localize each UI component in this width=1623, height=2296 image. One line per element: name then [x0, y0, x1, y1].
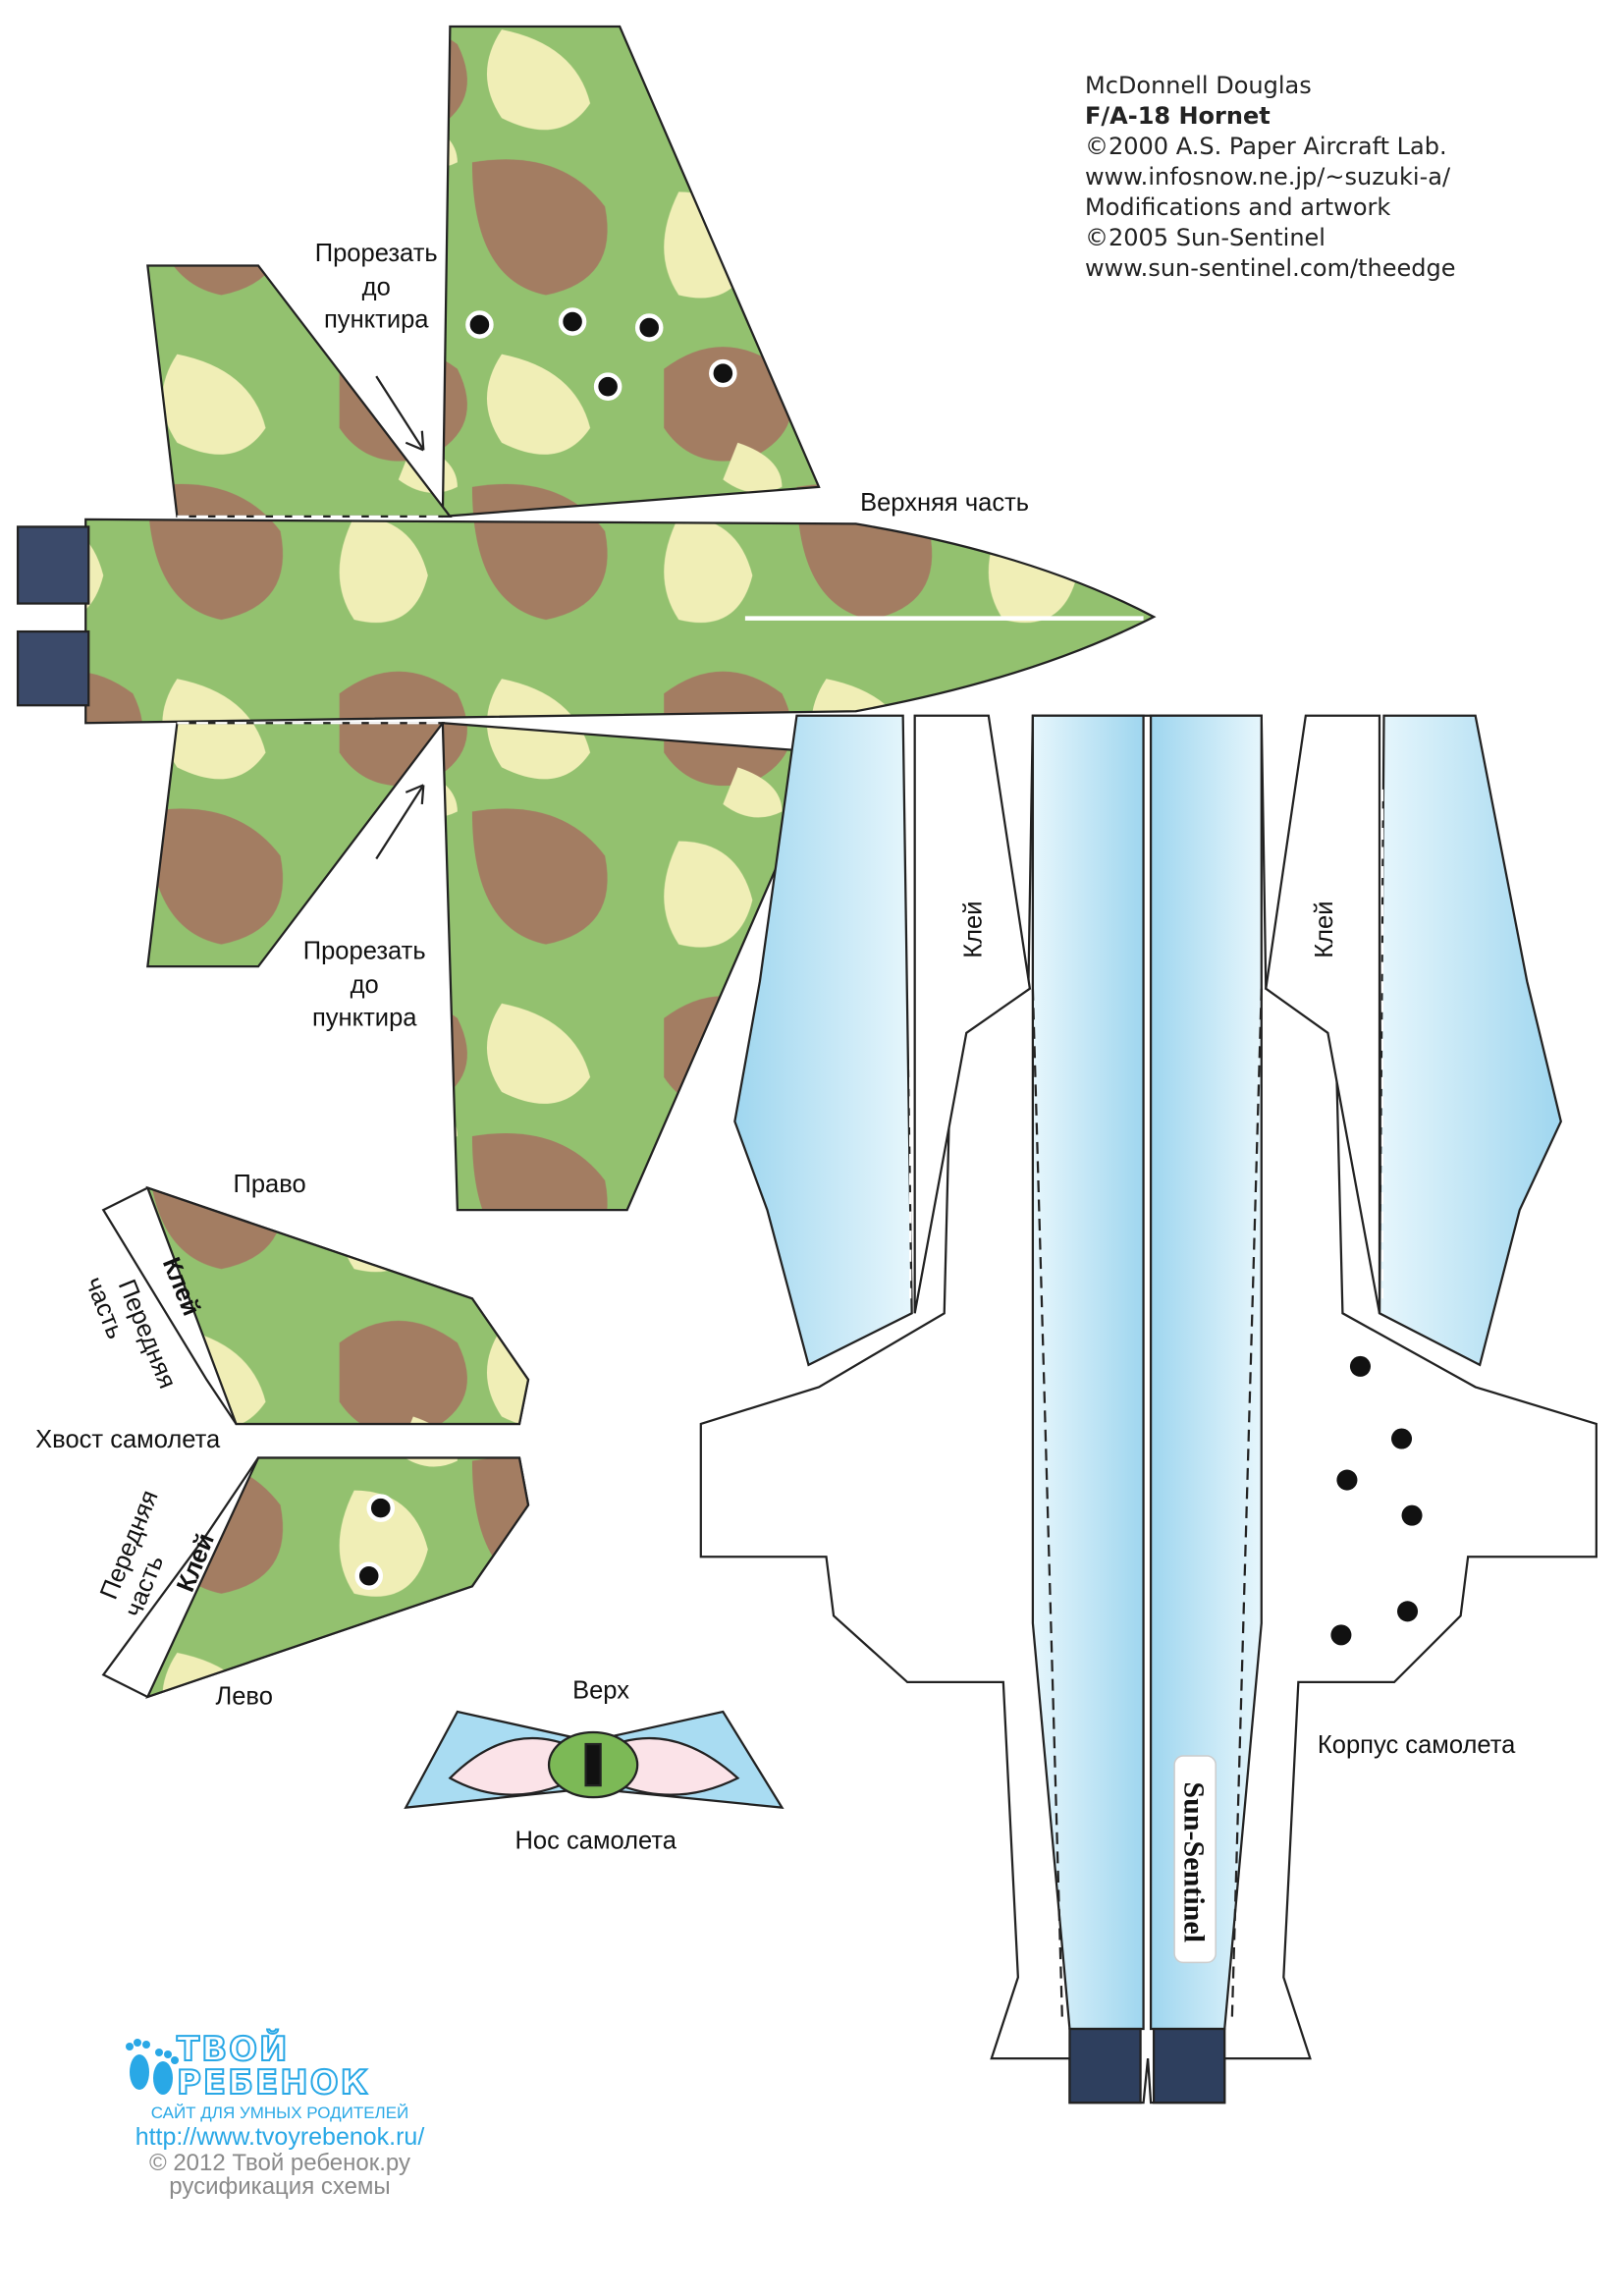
logo-tagline: САЙТ ДЛЯ УМНЫХ РОДИТЕЛЕЙ	[150, 2104, 409, 2122]
engine-nozzle-lower	[16, 629, 90, 707]
modifications: Modifications and artwork	[1085, 193, 1391, 221]
url-1: www.infosnow.ne.jp/~suzuki-a/	[1085, 163, 1451, 191]
lower-wing	[441, 722, 829, 1212]
bullet-holes	[465, 307, 737, 401]
right-glue-strip	[1265, 714, 1381, 1314]
logo-copyright: © 2012 Твой ребенок.ру	[148, 2150, 410, 2176]
url-2: www.sun-sentinel.com/theedge	[1085, 254, 1456, 282]
engine-nozzle-right	[1152, 2027, 1226, 2105]
left-glue-strip	[913, 714, 1032, 1314]
nose-label: Нос самолета	[514, 1828, 676, 1855]
logo-url[interactable]: http://www.tvoyrebenok.ru/	[135, 2123, 425, 2151]
body-label: Корпус самолета	[1318, 1731, 1516, 1759]
site-logo: ТВОЙ РЕБЕНОК САЙТ ДЛЯ УМНЫХ РОДИТЕЛЕЙ ht…	[118, 2030, 442, 2200]
logo-note: русификация схемы	[169, 2173, 391, 2200]
logo-line-1: ТВОЙ	[176, 2030, 290, 2069]
copyright-2: ©2005 Sun-Sentinel	[1085, 224, 1325, 251]
engine-nozzle-upper	[16, 525, 90, 605]
lower-tail-fin	[146, 722, 446, 968]
tail-pieces	[101, 1185, 530, 1699]
tail-label: Хвост самолета	[35, 1426, 221, 1453]
top-part	[16, 25, 1157, 1212]
body-bullet-holes	[1330, 1355, 1423, 1646]
logo-line-2: РЕБЕНОК	[176, 2063, 370, 2103]
engine-nozzle-left	[1068, 2027, 1142, 2105]
tail-right-label: Право	[233, 1171, 305, 1198]
arrow-icon	[375, 375, 425, 860]
tail-left-label: Лево	[215, 1682, 272, 1710]
nose-piece	[404, 1710, 784, 1809]
upper-tail-fin	[146, 264, 453, 519]
model: F/A-18 Hornet	[1085, 102, 1271, 130]
sun-sentinel-brand: Sun-Sentinel	[1178, 1781, 1212, 1942]
tail-bullet-holes	[354, 1494, 396, 1591]
right-side-panel	[1378, 714, 1562, 1367]
body-outline	[699, 714, 1597, 2105]
center-strip-right	[1149, 714, 1263, 2031]
upper-wing	[441, 25, 821, 519]
top-part-label: Верхняя часть	[860, 489, 1029, 517]
nose-top-label: Верх	[572, 1676, 629, 1704]
credits-block: McDonnell Douglas F/A-18 Hornet ©2000 A.…	[1085, 71, 1455, 284]
footprints-icon	[126, 2039, 179, 2095]
maker: McDonnell Douglas	[1085, 72, 1312, 99]
glue-label-right: Клей	[1311, 902, 1338, 958]
copyright-1: ©2000 A.S. Paper Aircraft Lab.	[1085, 133, 1447, 160]
body-part	[699, 714, 1597, 2105]
glue-label-left: Клей	[959, 902, 987, 958]
left-side-panel	[733, 714, 913, 1367]
fuselage	[84, 518, 1157, 725]
brand-badge	[1173, 1755, 1217, 1964]
